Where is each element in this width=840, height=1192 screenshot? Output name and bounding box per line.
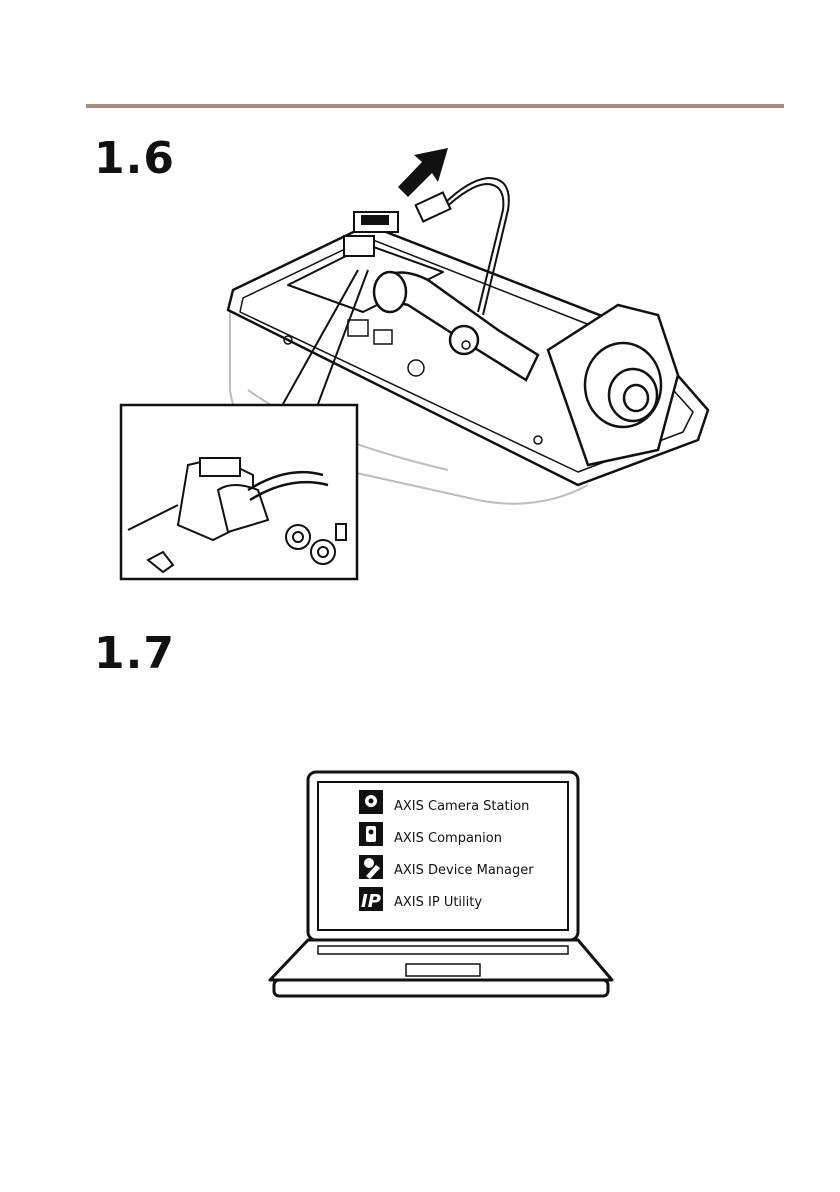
camera-housing-illustration [118, 140, 728, 585]
callout-detail-view [121, 405, 357, 579]
software-label: AXIS IP Utility [394, 895, 482, 910]
insert-arrow-icon [398, 148, 448, 197]
rj45-plug [416, 193, 451, 222]
software-label: AXIS Companion [394, 831, 502, 846]
laptop-lid [308, 772, 578, 940]
software-label: AXIS Camera Station [394, 799, 529, 814]
header-rule [86, 104, 784, 108]
ip-icon-text: IP [361, 891, 381, 912]
laptop-base [270, 940, 612, 996]
software-label: AXIS Device Manager [394, 863, 534, 878]
touchpad [406, 964, 480, 976]
laptop-illustration: AXIS Camera Station AXIS Companion AXIS … [268, 768, 614, 1000]
step-number-1-7: 1.7 [94, 632, 175, 676]
